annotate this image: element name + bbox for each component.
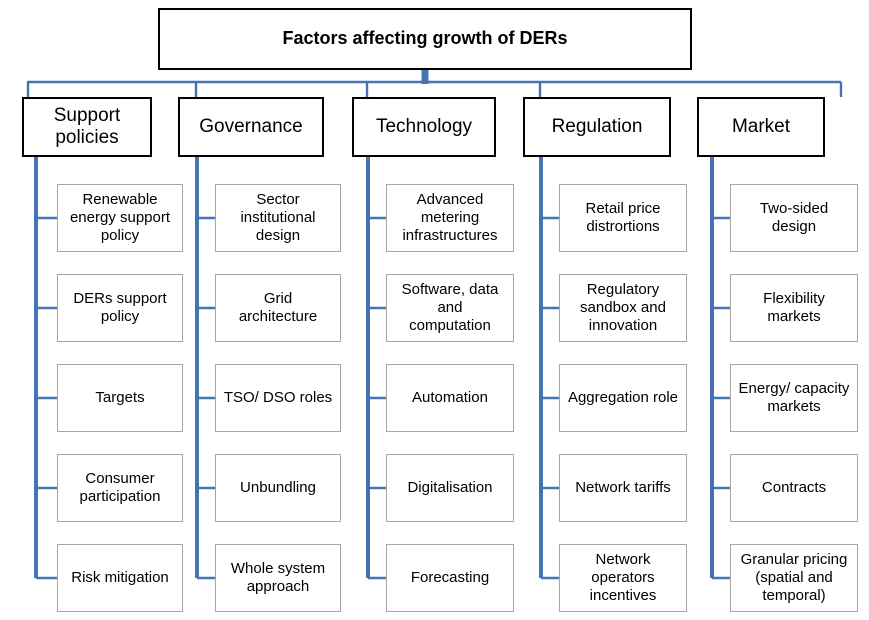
leaf-support-policies-2[interactable]: DERs support policy bbox=[57, 274, 183, 342]
leaf-regulation-2[interactable]: Regulatory sandbox and innovation bbox=[559, 274, 687, 342]
root-node-label: Factors affecting growth of DERs bbox=[282, 28, 568, 49]
leaf-governance-5[interactable]: Whole system approach bbox=[215, 544, 341, 612]
leaf-support-policies-4-label: Consumer participation bbox=[79, 469, 161, 505]
leaf-regulation-3-label: Aggregation role bbox=[567, 388, 679, 406]
category-support-policies-label: Support policies bbox=[53, 105, 121, 148]
leaf-market-3-label: Energy/ capacity markets bbox=[738, 379, 850, 415]
leaf-regulation-1[interactable]: Retail price distrortions bbox=[559, 184, 687, 252]
leaf-governance-2-label: Grid architecture bbox=[238, 289, 318, 325]
leaf-governance-4[interactable]: Unbundling bbox=[215, 454, 341, 522]
leaf-market-5[interactable]: Granular pricing (spatial and temporal) bbox=[730, 544, 858, 612]
leaf-governance-4-label: Unbundling bbox=[240, 478, 316, 496]
category-technology[interactable]: Technology bbox=[352, 97, 496, 157]
leaf-support-policies-5[interactable]: Risk mitigation bbox=[57, 544, 183, 612]
category-support-policies[interactable]: Support policies bbox=[22, 97, 152, 157]
leaf-market-2[interactable]: Flexibility markets bbox=[730, 274, 858, 342]
leaf-support-policies-3-label: Targets bbox=[95, 388, 145, 406]
category-market-label: Market bbox=[731, 116, 791, 138]
category-technology-label: Technology bbox=[375, 116, 473, 138]
leaf-regulation-4[interactable]: Network tariffs bbox=[559, 454, 687, 522]
leaf-market-4-label: Contracts bbox=[761, 478, 827, 496]
leaf-market-5-label: Granular pricing (spatial and temporal) bbox=[740, 550, 848, 605]
category-governance-label: Governance bbox=[199, 116, 303, 138]
leaf-technology-5[interactable]: Forecasting bbox=[386, 544, 514, 612]
leaf-regulation-2-label: Regulatory sandbox and innovation bbox=[580, 280, 666, 335]
leaf-market-4[interactable]: Contracts bbox=[730, 454, 858, 522]
leaf-technology-4-label: Digitalisation bbox=[407, 478, 493, 496]
leaf-governance-1[interactable]: Sector institutional design bbox=[215, 184, 341, 252]
leaf-market-3[interactable]: Energy/ capacity markets bbox=[730, 364, 858, 432]
leaf-support-policies-4[interactable]: Consumer participation bbox=[57, 454, 183, 522]
leaf-governance-3-label: TSO/ DSO roles bbox=[223, 388, 333, 406]
leaf-technology-1-label: Advanced metering infrastructures bbox=[402, 190, 498, 245]
leaf-support-policies-2-label: DERs support policy bbox=[73, 289, 167, 325]
leaf-technology-5-label: Forecasting bbox=[410, 568, 490, 586]
leaf-support-policies-1[interactable]: Renewable energy support policy bbox=[57, 184, 183, 252]
leaf-governance-2[interactable]: Grid architecture bbox=[215, 274, 341, 342]
leaf-regulation-4-label: Network tariffs bbox=[575, 478, 671, 496]
leaf-technology-2[interactable]: Software, data and computation bbox=[386, 274, 514, 342]
leaf-market-2-label: Flexibility markets bbox=[763, 289, 825, 325]
leaf-governance-1-label: Sector institutional design bbox=[240, 190, 316, 245]
leaf-market-1-label: Two-sided design bbox=[759, 199, 829, 235]
leaf-governance-3[interactable]: TSO/ DSO roles bbox=[215, 364, 341, 432]
leaf-regulation-5-label: Network operators incentives bbox=[589, 550, 657, 605]
leaf-support-policies-1-label: Renewable energy support policy bbox=[69, 190, 171, 245]
category-market[interactable]: Market bbox=[697, 97, 825, 157]
leaf-governance-5-label: Whole system approach bbox=[230, 559, 326, 595]
leaf-technology-3[interactable]: Automation bbox=[386, 364, 514, 432]
leaf-technology-1[interactable]: Advanced metering infrastructures bbox=[386, 184, 514, 252]
root-node[interactable]: Factors affecting growth of DERs bbox=[158, 8, 692, 70]
leaf-technology-4[interactable]: Digitalisation bbox=[386, 454, 514, 522]
leaf-regulation-1-label: Retail price distrortions bbox=[585, 199, 661, 235]
leaf-support-policies-5-label: Risk mitigation bbox=[71, 568, 169, 586]
category-regulation[interactable]: Regulation bbox=[523, 97, 671, 157]
category-regulation-label: Regulation bbox=[551, 116, 643, 138]
leaf-support-policies-3[interactable]: Targets bbox=[57, 364, 183, 432]
leaf-regulation-3[interactable]: Aggregation role bbox=[559, 364, 687, 432]
leaf-regulation-5[interactable]: Network operators incentives bbox=[559, 544, 687, 612]
leaf-technology-3-label: Automation bbox=[412, 388, 488, 406]
category-governance[interactable]: Governance bbox=[178, 97, 324, 157]
leaf-market-1[interactable]: Two-sided design bbox=[730, 184, 858, 252]
leaf-technology-2-label: Software, data and computation bbox=[401, 280, 499, 335]
